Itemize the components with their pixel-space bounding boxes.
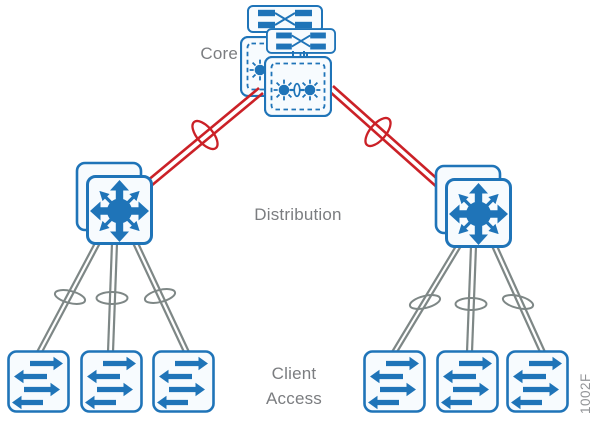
core-vss-switch-front [265,51,331,116]
multilayer-switch-icon [447,180,511,247]
access-switch-1 [7,350,70,413]
core-switch-stack-back [247,5,323,33]
multilayer-switch-icon [88,177,152,244]
access-switch-6 [506,350,569,413]
vss-switch-icon [265,57,331,116]
client-access-layer-label: Client Access [246,361,342,411]
access-switch-icon [506,350,569,413]
access-switch-4 [363,350,426,413]
core-distribution-link-left [146,86,264,188]
access-switch-icon [152,350,215,413]
etherchannel-loop-icon [364,116,392,148]
distribution-switch-left [75,161,152,244]
access-switch-icon [363,350,426,413]
access-switch-2 [80,350,143,413]
figure-id-label: 1002F [578,373,593,414]
distribution-layer-label: Distribution [254,205,342,224]
stack-connector [292,51,305,57]
access-switch-5 [436,350,499,413]
etherchannel-loop-icon [95,291,129,305]
distribution-left-access-links [36,242,190,353]
switch-icon [266,28,336,54]
etherchannel-loop-icon [454,297,488,311]
core-switch-stack-front [266,28,336,54]
etherchannel-loop-icon [408,294,442,310]
distribution-switch-right [434,164,511,247]
access-switch-icon [7,350,70,413]
distribution-right-access-links [391,245,547,353]
access-switch-3 [152,350,215,413]
etherchannel-loop-icon [143,288,177,304]
client-access-label-line1: Client [271,364,317,383]
access-switch-icon [80,350,143,413]
core-distribution-link-right [328,85,444,190]
etherchannel-loop-icon [53,289,87,305]
etherchannel-loop-icon [191,119,219,151]
access-switch-icon [436,350,499,413]
switch-icon [247,5,323,33]
core-layer-label: Core [200,44,238,63]
etherchannel-loop-icon [501,294,535,310]
client-access-label-line2: Access [266,389,322,408]
